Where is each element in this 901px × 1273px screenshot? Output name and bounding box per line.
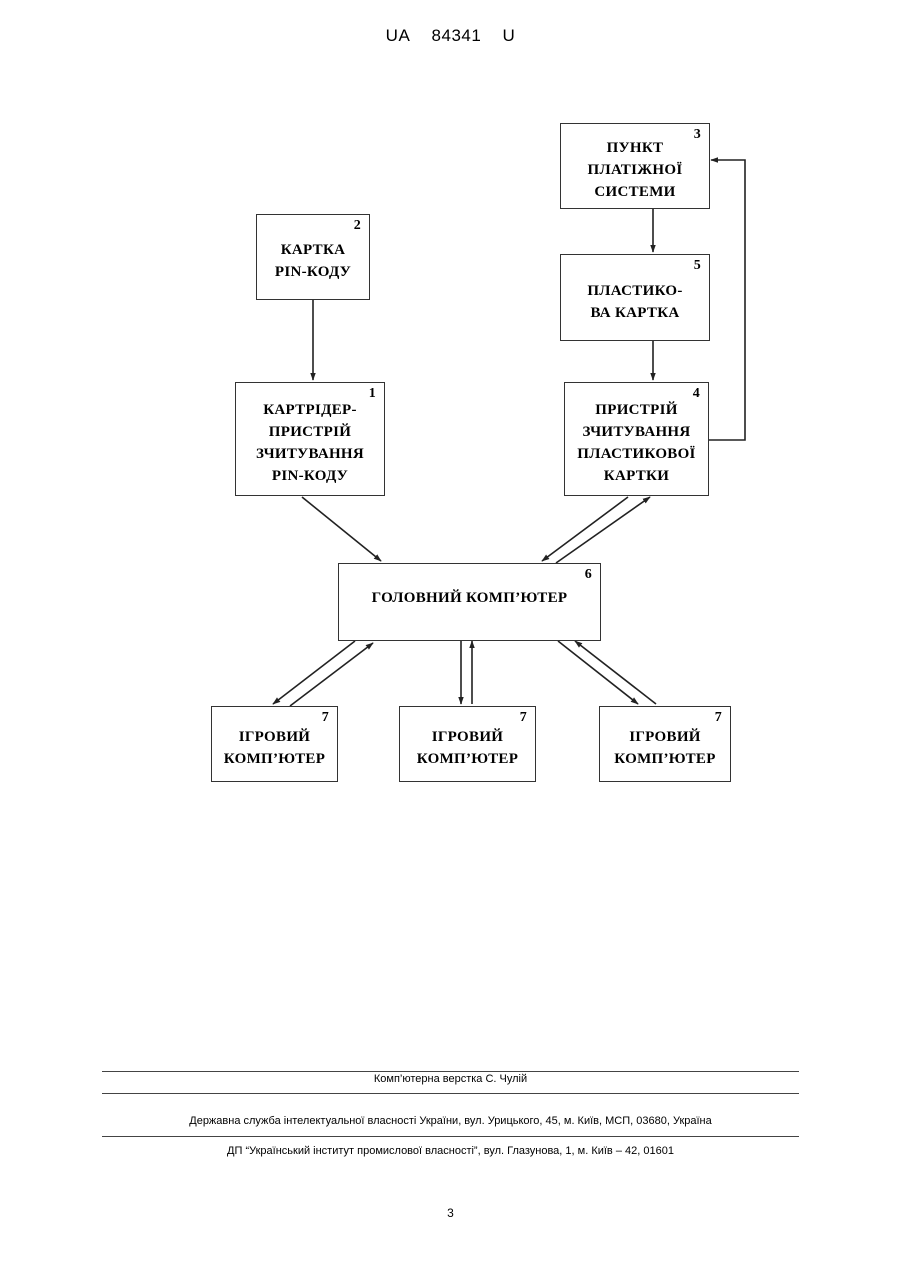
node-label: ІГРОВИЙ КОМП’ЮТЕР	[417, 718, 518, 770]
edge-b6-b7a	[273, 641, 355, 704]
node-number: 3	[694, 127, 701, 143]
node-label: ПЛАСТИКО- ВА КАРТКА	[587, 272, 682, 324]
node-number: 7	[715, 710, 722, 726]
node-label: ІГРОВИЙ КОМП’ЮТЕР	[614, 718, 715, 770]
edge-b1-b6	[302, 497, 381, 561]
node-number: 4	[693, 386, 700, 402]
footer-rule	[102, 1136, 799, 1137]
node-payment-point: 3 ПУНКТ ПЛАТІЖНОЇ СИСТЕМИ	[560, 123, 710, 209]
footer-rule	[102, 1071, 799, 1072]
node-game-computer-center: 7 ІГРОВИЙ КОМП’ЮТЕР	[399, 706, 536, 782]
edge-b6-b4	[556, 497, 650, 563]
node-game-computer-left: 7 ІГРОВИЙ КОМП’ЮТЕР	[211, 706, 338, 782]
node-label: ГОЛОВНИЙ КОМП’ЮТЕР	[372, 587, 568, 609]
node-main-computer: 6 ГОЛОВНИЙ КОМП’ЮТЕР	[338, 563, 601, 641]
node-game-computer-right: 7 ІГРОВИЙ КОМП’ЮТЕР	[599, 706, 731, 782]
node-label: ПРИСТРІЙ ЗЧИТУВАННЯ ПЛАСТИКОВОЇ КАРТКИ	[577, 391, 695, 487]
page-number: 3	[0, 1206, 901, 1220]
edge-b7a-b6	[290, 643, 373, 706]
node-label: ІГРОВИЙ КОМП’ЮТЕР	[224, 718, 325, 770]
edge-b4-b6	[542, 497, 628, 561]
node-plastic-card-reader: 4 ПРИСТРІЙ ЗЧИТУВАННЯ ПЛАСТИКОВОЇ КАРТКИ	[564, 382, 709, 496]
node-plastic-card: 5 ПЛАСТИКО- ВА КАРТКА	[560, 254, 710, 341]
footer-agency: Державна служба інтелектуальної власност…	[0, 1115, 901, 1127]
node-number: 6	[585, 567, 592, 583]
edge-b7c-b6	[575, 641, 656, 704]
node-pin-card: 2 КАРТКА PIN-КОДУ	[256, 214, 370, 300]
node-number: 1	[369, 386, 376, 402]
node-number: 2	[354, 218, 361, 234]
node-label: КАРТКА PIN-КОДУ	[275, 231, 351, 283]
footer-rule	[102, 1093, 799, 1094]
footer-institute: ДП “Український інститут промислової вла…	[0, 1145, 901, 1157]
edge-b6-b7c	[558, 641, 638, 704]
node-label: ПУНКТ ПЛАТІЖНОЇ СИСТЕМИ	[588, 129, 683, 203]
node-label: КАРТРІДЕР- ПРИСТРІЙ ЗЧИТУВАННЯ PIN-КОДУ	[256, 391, 364, 487]
node-number: 5	[694, 258, 701, 274]
edge-b4-b3	[709, 160, 745, 440]
node-pin-card-reader: 1 КАРТРІДЕР- ПРИСТРІЙ ЗЧИТУВАННЯ PIN-КОД…	[235, 382, 385, 496]
footer-layout-credit: Комп’ютерна верстка С. Чулій	[0, 1073, 901, 1085]
node-number: 7	[520, 710, 527, 726]
node-number: 7	[322, 710, 329, 726]
